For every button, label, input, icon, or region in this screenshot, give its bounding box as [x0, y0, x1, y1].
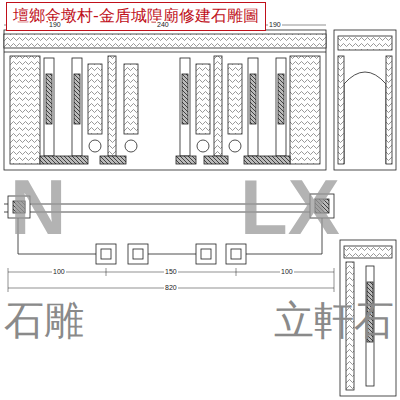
dimension: 190 — [268, 21, 282, 28]
watermark-logo: LX — [240, 168, 340, 246]
dimension: 100 — [52, 268, 66, 275]
dimension: 190 — [48, 21, 62, 28]
watermark-text: 石雕 — [4, 300, 84, 340]
dimension: 150 — [164, 268, 178, 275]
watermark-logo: N — [10, 168, 66, 246]
dimension: 100 — [280, 268, 294, 275]
dimension: 240 — [156, 21, 170, 28]
dimension: 820 — [164, 284, 178, 291]
watermark-text: 立軒石 — [274, 300, 394, 340]
drawing-title: 壇鄉金墩村-金盾城隍廟修建石雕圖 — [6, 2, 266, 31]
